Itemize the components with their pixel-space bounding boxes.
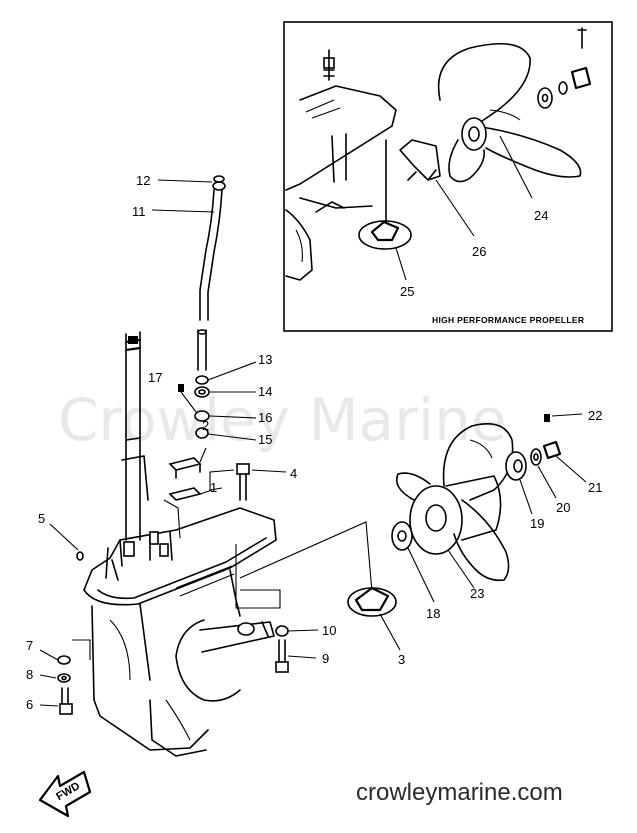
inset-caption: HIGH PERFORMANCE PROPELLER <box>432 315 584 325</box>
inset-panel: HIGH PERFORMANCE PROPELLER <box>283 21 613 332</box>
part-5 <box>49 523 84 561</box>
bolt-washer-9-10 <box>275 625 319 673</box>
callout-13: 13 <box>258 352 272 367</box>
watermark-text: Crowley Marine <box>58 386 507 454</box>
callout-26: 26 <box>472 244 486 259</box>
lower-unit-gearcase <box>72 331 373 757</box>
callout-21: 21 <box>588 480 602 495</box>
callout-12: 12 <box>136 173 150 188</box>
callout-10: 10 <box>322 623 336 638</box>
callout-3: 3 <box>398 652 405 667</box>
callout-22: 22 <box>588 408 602 423</box>
anode-3 <box>347 586 401 651</box>
bolt-washer-6-7-8 <box>39 649 73 715</box>
callout-1: 1 <box>210 480 217 495</box>
callout-24: 24 <box>534 208 548 223</box>
callout-18: 18 <box>426 606 440 621</box>
callout-17: 17 <box>148 370 162 385</box>
site-url[interactable]: crowleymarine.com <box>356 779 563 806</box>
bolt-4 <box>236 463 287 501</box>
callout-9: 9 <box>322 651 329 666</box>
plate-parts <box>168 447 213 501</box>
callout-16: 16 <box>258 410 272 425</box>
callout-5: 5 <box>38 511 45 526</box>
water-tube-assembly <box>151 175 257 441</box>
callout-20: 20 <box>556 500 570 515</box>
propeller-assembly <box>391 413 587 603</box>
callout-14: 14 <box>258 384 272 399</box>
callout-4: 4 <box>290 466 297 481</box>
callout-2: 2 <box>202 418 209 433</box>
callout-15: 15 <box>258 432 272 447</box>
callout-23: 23 <box>470 586 484 601</box>
forward-direction-arrow: FWD <box>38 770 92 818</box>
callout-11: 11 <box>132 204 146 219</box>
callout-19: 19 <box>530 516 544 531</box>
callout-7: 7 <box>26 638 33 653</box>
callout-25: 25 <box>400 284 414 299</box>
callout-8: 8 <box>26 667 33 682</box>
callout-6: 6 <box>26 697 33 712</box>
